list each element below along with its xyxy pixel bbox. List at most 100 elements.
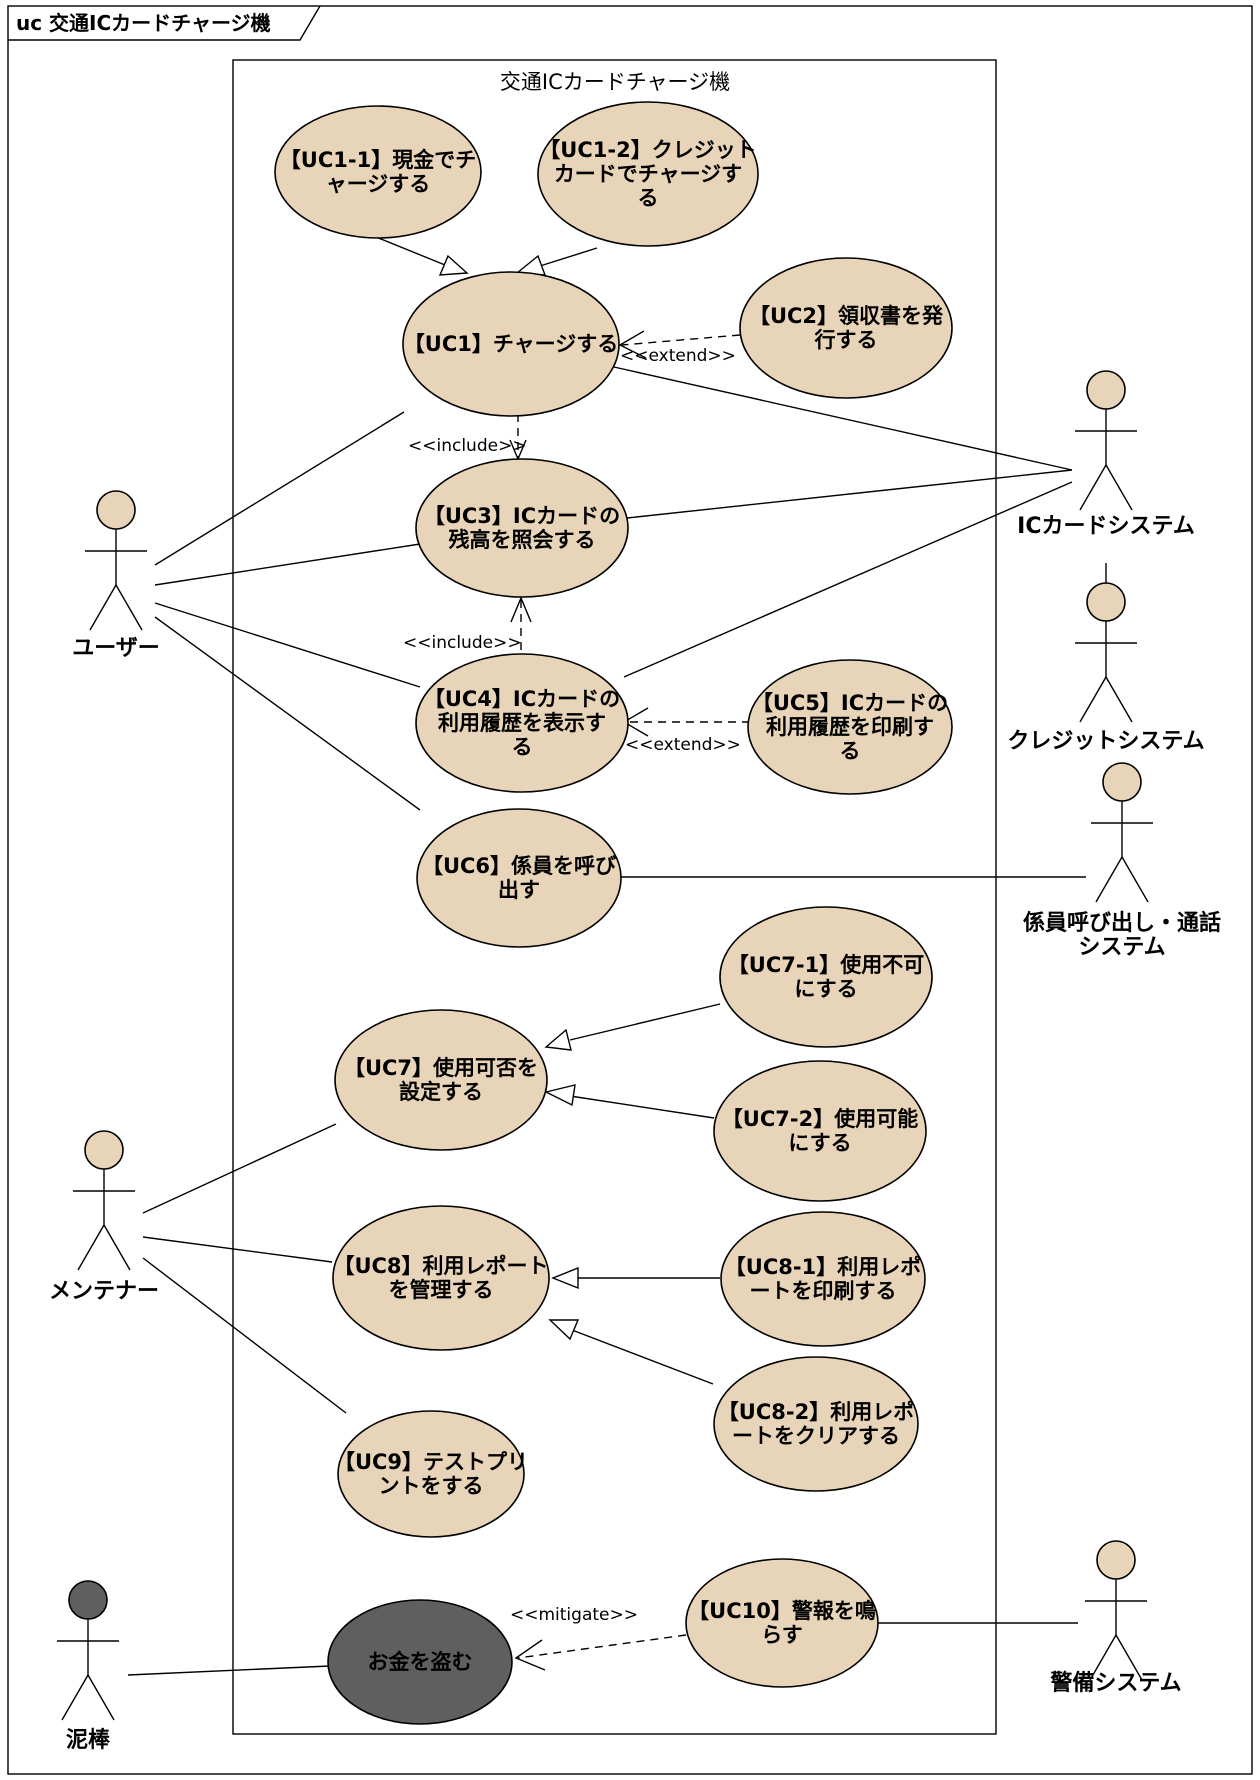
use-case-ellipse[interactable] bbox=[713, 1060, 927, 1202]
use-case-label: 【UC7】使用可否を bbox=[344, 1056, 538, 1080]
use-case-label: カードでチャージす bbox=[554, 162, 742, 186]
actor-leg bbox=[77, 1224, 105, 1271]
use-case-uc1[interactable]: 【UC1】チャージする bbox=[402, 271, 620, 417]
actor-leg bbox=[1121, 856, 1149, 903]
use-case-ellipse[interactable] bbox=[327, 1599, 513, 1725]
stereotype-extend-1: <<extend>> bbox=[620, 346, 736, 366]
use-case-ellipse[interactable] bbox=[415, 458, 629, 598]
assoc-maint-uc7 bbox=[142, 1123, 337, 1214]
actor-head-icon bbox=[1102, 762, 1142, 802]
use-case-label: 【UC7-1】使用不可 bbox=[728, 953, 924, 977]
use-case-ellipse[interactable] bbox=[332, 1205, 550, 1351]
actor-security[interactable]: 警備システム bbox=[1049, 1540, 1182, 1696]
gen-uc8-2-to-uc8 bbox=[571, 1329, 714, 1385]
extend-uc2-uc1 bbox=[621, 334, 741, 346]
actor-user[interactable]: ユーザー bbox=[72, 490, 160, 661]
actor-leg bbox=[1105, 676, 1133, 723]
actor-leg bbox=[1115, 1634, 1143, 1681]
use-case-ellipse[interactable] bbox=[739, 257, 953, 399]
use-case-ellipse[interactable] bbox=[720, 1211, 926, 1347]
actor-head-icon bbox=[84, 1130, 124, 1170]
stereotype-include-1: <<include>> bbox=[408, 436, 527, 456]
stereotype-mitigate: <<mitigate>> bbox=[510, 1605, 638, 1625]
diagram-frame bbox=[7, 5, 1253, 1775]
use-case-label: 設定する bbox=[399, 1080, 483, 1104]
system-boundary bbox=[232, 59, 997, 1735]
gen-arrowhead bbox=[543, 1084, 576, 1107]
use-case-label: を管理する bbox=[389, 1278, 494, 1302]
actor-head-icon bbox=[1086, 370, 1126, 410]
actor-leg bbox=[1095, 856, 1123, 903]
mitigate-uc10-misuse bbox=[517, 1634, 687, 1659]
actor-credit-system[interactable]: クレジットシステム bbox=[1007, 582, 1205, 754]
actor-maintainer[interactable]: メンテナー bbox=[49, 1130, 159, 1304]
use-case-ellipse[interactable] bbox=[274, 105, 482, 239]
actor-leg bbox=[1079, 464, 1107, 511]
use-case-ellipse[interactable] bbox=[747, 659, 953, 795]
assoc-uc4-ic bbox=[623, 481, 1073, 678]
actor-label: メンテナー bbox=[49, 1279, 159, 1304]
use-case-label: 【UC9】テストプリ bbox=[334, 1450, 528, 1474]
actor-head-icon bbox=[68, 1580, 108, 1620]
assoc-uc1-ic bbox=[613, 366, 1073, 471]
use-case-label: 【UC1-2】クレジット bbox=[539, 138, 756, 162]
actor-label: 警備システム bbox=[1049, 1670, 1181, 1696]
actor-label: 係員呼び出し・通話 bbox=[1023, 910, 1221, 936]
actor-thief[interactable]: 泥棒 bbox=[57, 1580, 119, 1753]
use-case-label: る bbox=[840, 739, 861, 763]
use-case-ellipse[interactable] bbox=[415, 653, 629, 793]
assoc-user-uc6 bbox=[154, 616, 421, 811]
use-case-misuse[interactable]: お金を盗む bbox=[327, 1599, 513, 1725]
use-case-ellipse[interactable] bbox=[334, 1009, 548, 1151]
actor-label: システム bbox=[1078, 935, 1165, 960]
use-case-label: 【UC5】ICカードの bbox=[752, 691, 948, 715]
gen-arrowhead bbox=[544, 1028, 572, 1051]
gen-arrowhead bbox=[438, 254, 469, 276]
use-case-label: にする bbox=[788, 1131, 851, 1155]
use-case-label: 【UC8】利用レポート bbox=[333, 1254, 548, 1278]
assoc-user-uc3 bbox=[154, 543, 421, 586]
gen-uc1-1-to-uc1 bbox=[375, 236, 451, 268]
assoc-thief-misuse bbox=[127, 1665, 331, 1676]
use-case-label: 【UC10】警報を鳴 bbox=[688, 1599, 876, 1623]
use-case-label: 【UC3】ICカードの bbox=[424, 504, 620, 528]
actor-ic-system[interactable]: ICカードシステム bbox=[1017, 370, 1195, 539]
use-case-ellipse[interactable] bbox=[685, 1558, 879, 1688]
assoc-user-uc1 bbox=[154, 411, 405, 566]
use-case-label: 利用履歴を表示す bbox=[438, 711, 606, 735]
use-case-ellipse[interactable] bbox=[719, 906, 933, 1048]
use-case-label: らす bbox=[761, 1623, 803, 1647]
stereotype-extend-2: <<extend>> bbox=[625, 735, 741, 755]
actor-leg bbox=[1089, 1634, 1117, 1681]
assoc-uc3-ic bbox=[626, 469, 1073, 519]
actor-leg bbox=[61, 1674, 89, 1721]
gen-uc7-1-to-uc7 bbox=[569, 1003, 721, 1041]
use-case-ellipse[interactable] bbox=[537, 101, 759, 247]
assoc-maint-uc8 bbox=[142, 1236, 333, 1263]
use-case-ellipse[interactable] bbox=[402, 271, 620, 417]
use-case-ellipse[interactable] bbox=[713, 1356, 919, 1492]
actor-head-icon bbox=[1096, 1540, 1136, 1580]
use-case-ellipse[interactable] bbox=[337, 1410, 525, 1538]
use-case-label: お金を盗む bbox=[368, 1650, 473, 1674]
use-case-ellipse[interactable] bbox=[416, 808, 622, 948]
assoc-user-uc4 bbox=[154, 602, 421, 688]
actor-label: クレジットシステム bbox=[1007, 729, 1204, 754]
